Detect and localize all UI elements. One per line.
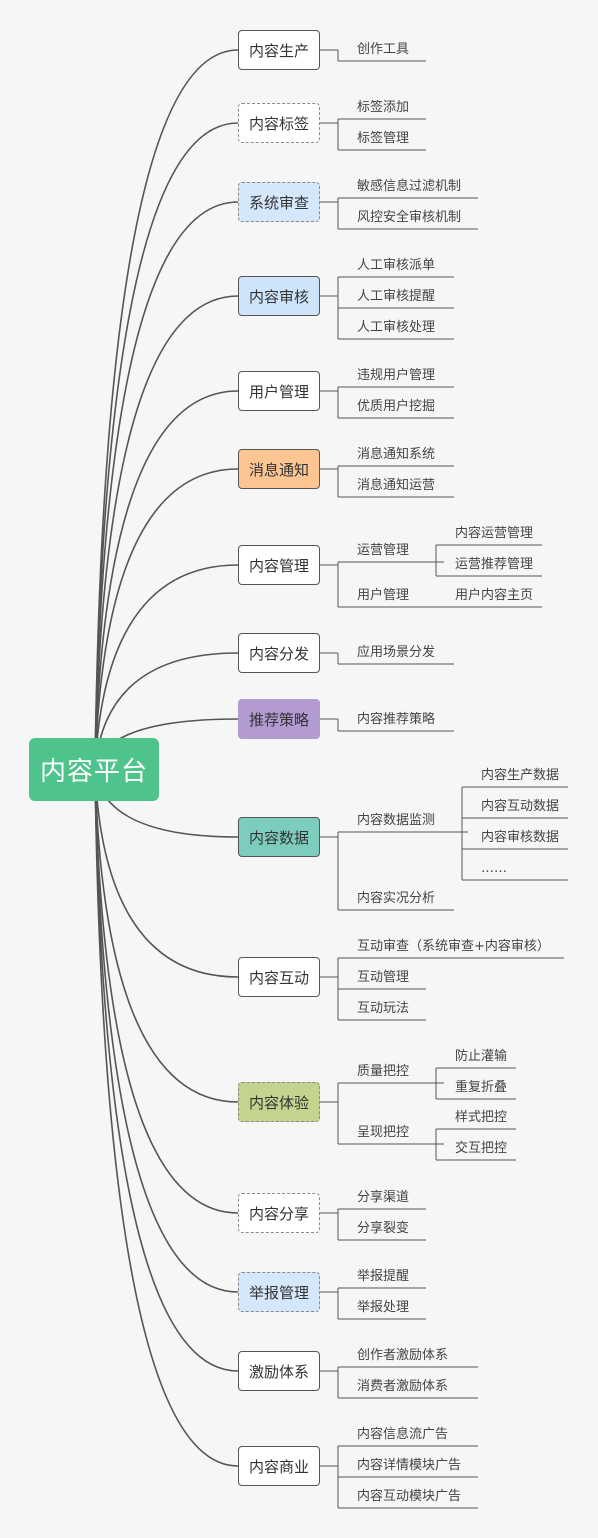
leaf-item[interactable]: 人工审核提醒 bbox=[357, 289, 436, 304]
branch-node[interactable]: 推荐策略 bbox=[238, 699, 320, 739]
sub-leaf-item[interactable]: 重复折叠 bbox=[455, 1080, 508, 1095]
branch-node[interactable]: 内容数据 bbox=[238, 817, 320, 857]
branch-node[interactable]: 内容互动 bbox=[238, 957, 320, 997]
branch-connector bbox=[94, 49, 239, 771]
branch-connector bbox=[94, 769, 239, 1103]
sub-leaf-item[interactable]: 运营推荐管理 bbox=[455, 557, 534, 572]
branch-node[interactable]: 内容标签 bbox=[238, 103, 320, 143]
branch-connector bbox=[94, 769, 239, 978]
branch-connector bbox=[94, 468, 239, 771]
leaf-item[interactable]: 优质用户挖掘 bbox=[357, 399, 436, 414]
leaf-item[interactable]: 创作工具 bbox=[357, 42, 410, 57]
branch-connector bbox=[94, 390, 239, 771]
branch-node[interactable]: 举报管理 bbox=[238, 1272, 320, 1312]
leaf-item[interactable]: 违规用户管理 bbox=[357, 368, 436, 383]
leaf-item[interactable]: 内容详情模块广告 bbox=[357, 1458, 462, 1473]
leaf-item[interactable]: 分享裂变 bbox=[357, 1221, 410, 1236]
leaf-item[interactable]: 消息通知运营 bbox=[357, 478, 436, 493]
branch-connector bbox=[94, 295, 239, 771]
leaf-item[interactable]: 运营管理 bbox=[357, 543, 410, 558]
leaf-item[interactable]: 分享渠道 bbox=[357, 1190, 410, 1205]
branch-node[interactable]: 内容生产 bbox=[238, 30, 320, 70]
leaf-item[interactable]: 敏感信息过滤机制 bbox=[357, 179, 462, 194]
sub-leaf-item[interactable]: 交互把控 bbox=[455, 1141, 508, 1156]
sub-leaf-item[interactable]: 防止灌输 bbox=[455, 1049, 508, 1064]
leaf-item[interactable]: 内容数据监测 bbox=[357, 813, 436, 828]
leaf-item[interactable]: 互动玩法 bbox=[357, 1001, 410, 1016]
sub-leaf-item[interactable]: 内容互动数据 bbox=[481, 799, 560, 814]
leaf-item[interactable]: 人工审核处理 bbox=[357, 320, 436, 335]
leaf-item[interactable]: 标签管理 bbox=[357, 131, 410, 146]
leaf-item[interactable]: 风控安全审核机制 bbox=[357, 210, 462, 225]
sub-leaf-item[interactable]: 样式把控 bbox=[455, 1110, 508, 1125]
leaf-item[interactable]: 互动管理 bbox=[357, 970, 410, 985]
branch-node[interactable]: 内容分享 bbox=[238, 1193, 320, 1233]
sub-leaf-item[interactable]: …… bbox=[481, 861, 507, 876]
leaf-item[interactable]: 内容信息流广告 bbox=[357, 1427, 449, 1442]
leaf-item[interactable]: 内容实况分析 bbox=[357, 891, 436, 906]
sub-leaf-item[interactable]: 内容审核数据 bbox=[481, 830, 560, 845]
leaf-item[interactable]: 举报处理 bbox=[357, 1300, 410, 1315]
branch-node[interactable]: 消息通知 bbox=[238, 449, 320, 489]
branch-node[interactable]: 激励体系 bbox=[238, 1351, 320, 1391]
leaf-item[interactable]: 用户管理 bbox=[357, 588, 410, 603]
leaf-item[interactable]: 创作者激励体系 bbox=[357, 1348, 449, 1363]
leaf-item[interactable]: 内容互动模块广告 bbox=[357, 1489, 462, 1504]
root-node[interactable]: 内容平台 bbox=[29, 738, 159, 801]
leaf-item[interactable]: 互动审查（系统审查+内容审核） bbox=[357, 939, 550, 954]
branch-node[interactable]: 系统审查 bbox=[238, 182, 320, 222]
leaf-item[interactable]: 消费者激励体系 bbox=[357, 1379, 449, 1394]
leaf-item[interactable]: 消息通知系统 bbox=[357, 447, 436, 462]
sub-leaf-item[interactable]: 用户内容主页 bbox=[455, 588, 534, 603]
leaf-item[interactable]: 质量把控 bbox=[357, 1064, 410, 1079]
sub-leaf-item[interactable]: 内容生产数据 bbox=[481, 768, 560, 783]
branch-connector bbox=[94, 769, 239, 1214]
branch-connector bbox=[94, 122, 239, 771]
leaf-item[interactable]: 人工审核派单 bbox=[357, 258, 436, 273]
leaf-item[interactable]: 举报提醒 bbox=[357, 1269, 410, 1284]
leaf-item[interactable]: 标签添加 bbox=[357, 100, 410, 115]
branch-node[interactable]: 内容商业 bbox=[238, 1446, 320, 1486]
leaf-item[interactable]: 应用场景分发 bbox=[357, 645, 436, 660]
branch-node[interactable]: 内容管理 bbox=[238, 545, 320, 585]
branch-node[interactable]: 内容分发 bbox=[238, 633, 320, 673]
sub-leaf-item[interactable]: 内容运营管理 bbox=[455, 526, 534, 541]
branch-node[interactable]: 内容审核 bbox=[238, 276, 320, 316]
branch-node[interactable]: 用户管理 bbox=[238, 371, 320, 411]
leaf-item[interactable]: 呈现把控 bbox=[357, 1125, 410, 1140]
leaf-item[interactable]: 内容推荐策略 bbox=[357, 712, 436, 727]
branch-connector bbox=[94, 769, 239, 1372]
branch-node[interactable]: 内容体验 bbox=[238, 1082, 320, 1122]
branch-connector bbox=[94, 564, 239, 771]
branch-connector bbox=[94, 769, 239, 1293]
branch-connector bbox=[94, 201, 239, 771]
branch-connector bbox=[94, 769, 239, 1467]
